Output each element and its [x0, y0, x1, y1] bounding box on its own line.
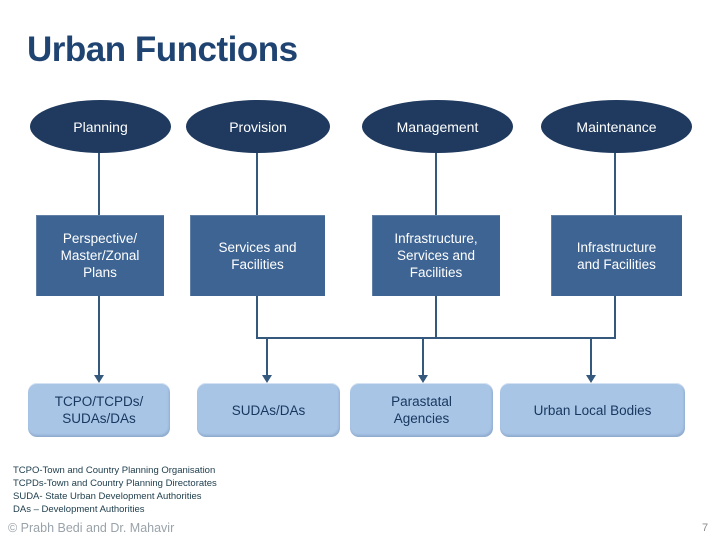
arrow-down-icon [262, 375, 272, 383]
middle-box-maintenance: Infrastructure and Facilities [551, 215, 682, 296]
ellipse-planning: Planning [30, 100, 171, 153]
connector-provision-riser [256, 296, 258, 339]
ellipse-planning-label: Planning [73, 118, 128, 135]
agency-box-management: Parastatal Agencies [350, 383, 493, 437]
connector-planning-top [98, 153, 100, 215]
ellipse-management: Management [362, 100, 513, 153]
connector-maintenance-dropper [590, 339, 592, 375]
middle-box-planning: Perspective/ Master/Zonal Plans [36, 215, 164, 296]
ellipse-provision-label: Provision [229, 118, 287, 135]
middle-box-management-label: Infrastructure, Services and Facilities [394, 231, 478, 280]
footnote-line: DAs – Development Authorities [13, 504, 145, 515]
page-title: Urban Functions [27, 30, 298, 69]
connector-planning-bottom [98, 296, 100, 375]
ellipse-management-label: Management [396, 118, 479, 135]
ellipse-provision: Provision [186, 100, 330, 153]
footnote-line: SUDA- State Urban Development Authoritie… [13, 491, 202, 502]
middle-box-management: Infrastructure, Services and Facilities [372, 215, 500, 296]
middle-box-provision-label: Services and Facilities [218, 239, 297, 272]
ellipse-maintenance: Maintenance [541, 100, 692, 153]
arrow-down-icon [586, 375, 596, 383]
page-number: 7 [702, 522, 709, 534]
connector-management-riser [435, 296, 437, 339]
copyright-text: © Prabh Bedi and Dr. Mahavir [8, 521, 175, 535]
ellipse-maintenance-label: Maintenance [576, 118, 657, 135]
connector-horizontal-bus [256, 337, 616, 339]
footnote-line: TCPDs-Town and Country Planning Director… [13, 478, 217, 489]
connector-provision-top [256, 153, 258, 215]
agency-box-management-label: Parastatal Agencies [391, 394, 452, 426]
middle-box-maintenance-label: Infrastructure and Facilities [576, 239, 657, 272]
middle-box-planning-label: Perspective/ Master/Zonal Plans [60, 231, 140, 280]
middle-box-provision: Services and Facilities [190, 215, 325, 296]
connector-maintenance-top [614, 153, 616, 215]
connector-provision-dropper [266, 339, 268, 375]
connector-maintenance-riser [614, 296, 616, 339]
footnote-line: TCPO-Town and Country Planning Organisat… [13, 465, 216, 476]
footnotes: TCPO-Town and Country Planning Organisat… [13, 464, 217, 516]
agency-box-provision: SUDAs/DAs [197, 383, 340, 437]
agency-box-planning-label: TCPO/TCPDs/ SUDAs/DAs [54, 394, 144, 426]
arrow-down-icon [94, 375, 104, 383]
agency-box-provision-label: SUDAs/DAs [231, 402, 306, 418]
arrow-down-icon [418, 375, 428, 383]
agency-box-maintenance: Urban Local Bodies [500, 383, 685, 437]
connector-management-top [435, 153, 437, 215]
agency-box-maintenance-label: Urban Local Bodies [533, 402, 652, 418]
agency-box-planning: TCPO/TCPDs/ SUDAs/DAs [28, 383, 170, 437]
connector-management-dropper [422, 339, 424, 375]
